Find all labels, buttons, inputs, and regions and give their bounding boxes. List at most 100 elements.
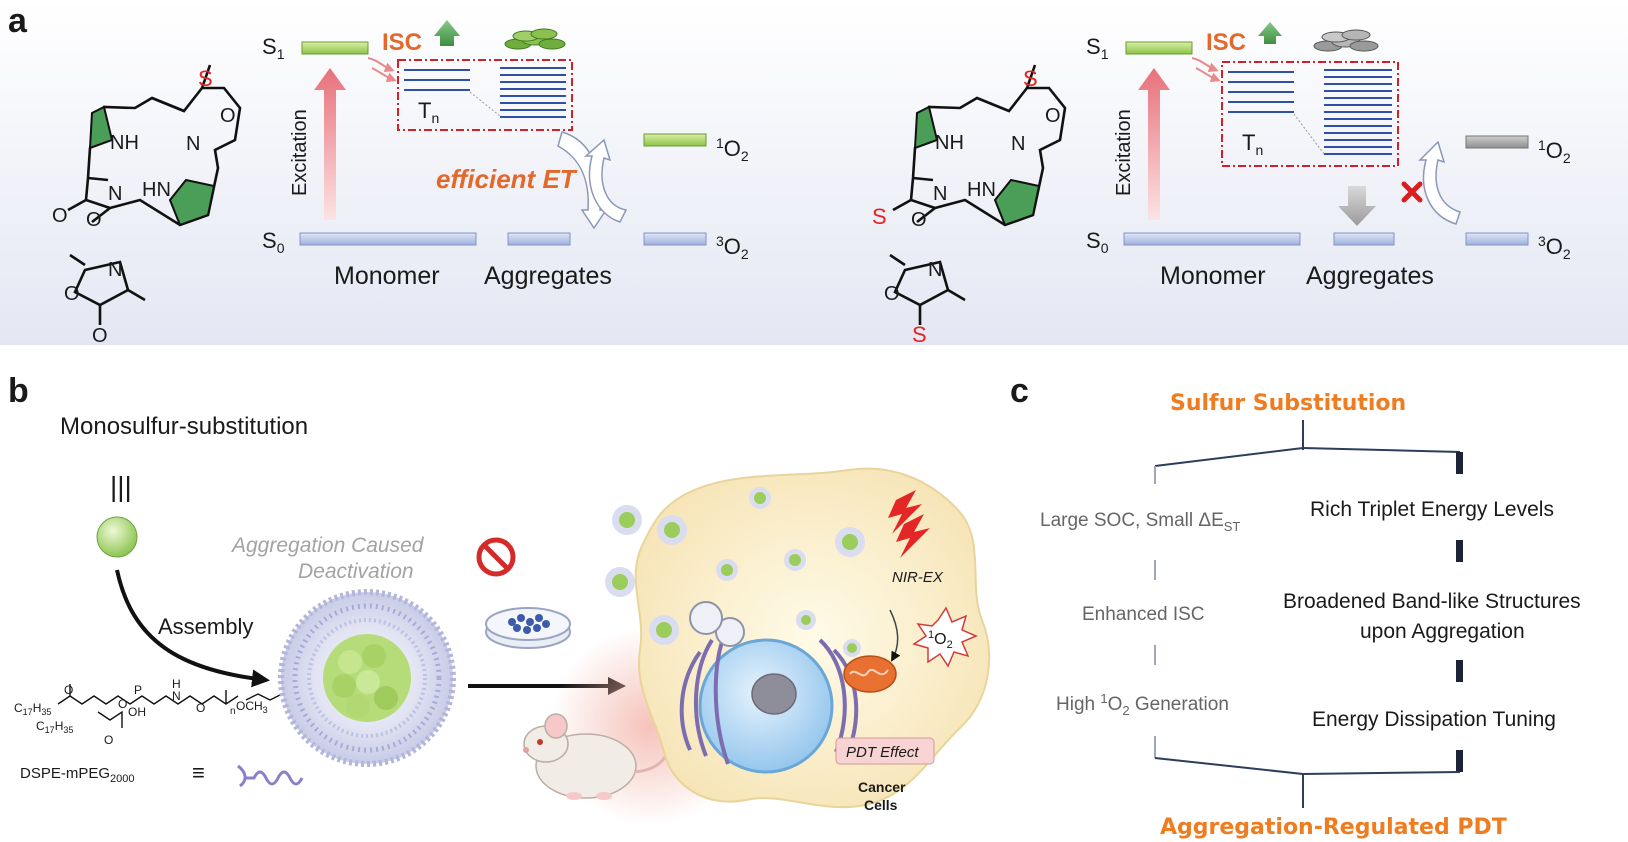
dspe-chain-icon xyxy=(237,764,304,788)
prohibition-icon xyxy=(476,537,516,577)
mono-o2-singlet-level xyxy=(643,133,707,147)
di-s0-level xyxy=(1123,232,1301,246)
pdt-effect-badge xyxy=(835,737,935,765)
di-mol-n1: N xyxy=(1011,133,1025,155)
left-item-2: Enhanced ISC xyxy=(1082,604,1205,625)
mono-molecule xyxy=(67,64,242,325)
nir-label: NIR-EX xyxy=(892,569,944,586)
mono-s1-level xyxy=(301,41,369,55)
di-tn-aggregate-band xyxy=(1324,69,1392,155)
mono-s0-level xyxy=(299,232,477,246)
mono-excitation-label: Excitation xyxy=(289,109,311,196)
panel-b-title: Monosulfur-substitution xyxy=(60,413,308,440)
mono-isc-wave-arrow xyxy=(367,57,395,73)
right-connector-1 xyxy=(1456,540,1463,562)
di-blocked-cross-icon xyxy=(1401,181,1423,203)
mono-sub-n: N xyxy=(108,259,122,281)
panel-a-label: a xyxy=(8,2,28,40)
mono-mol-o2: O xyxy=(52,205,68,227)
di-mol-s1: S xyxy=(1023,66,1038,91)
assembly-label: Assembly xyxy=(158,614,253,639)
monosulfur-molecule-ball xyxy=(96,516,138,558)
di-mol-nh: NH xyxy=(935,132,964,154)
dspe-c17-2: C17H35 xyxy=(36,719,73,735)
di-o2-triplet-label: 3O2 xyxy=(1538,233,1571,262)
mono-monomer-label: Monomer xyxy=(334,262,440,290)
di-aggregates-label: Aggregates xyxy=(1306,262,1434,290)
mono-sub-o1: O xyxy=(64,283,80,305)
panel-c-label: c xyxy=(1010,372,1029,410)
petri-dish-icon xyxy=(485,607,571,649)
nanoparticle xyxy=(278,589,456,767)
di-sub-s: S xyxy=(912,322,927,347)
di-s1-label: S1 xyxy=(1086,34,1109,62)
panel-b-label: b xyxy=(8,372,29,410)
di-excitation-label: Excitation xyxy=(1113,109,1135,196)
dspe-label: DSPE-mPEG2000 xyxy=(20,765,135,785)
acd-label-line2: Deactivation xyxy=(298,560,414,583)
cancer-cells-label-2: Cells xyxy=(864,797,898,813)
mono-tn-aggregate-band xyxy=(500,67,566,118)
dspe-structure xyxy=(57,684,283,728)
panel-c-bottom-label: Aggregation-Regulated PDT xyxy=(1160,815,1507,840)
di-sub-n: N xyxy=(928,259,942,281)
mono-o2-singlet-label: 1O2 xyxy=(716,135,749,164)
di-tn-box xyxy=(1221,61,1399,167)
bottom-right-branch xyxy=(1302,771,1461,775)
mono-o2-triplet-label: 3O2 xyxy=(716,233,749,262)
di-excitation-arrow xyxy=(1138,68,1170,220)
di-o2-singlet-label: 1O2 xyxy=(1538,137,1571,166)
right-item-2b: upon Aggregation xyxy=(1360,620,1525,643)
dspe-c17-1: C17H35 xyxy=(14,701,51,717)
right-item-1: Rich Triplet Energy Levels xyxy=(1310,498,1554,521)
cancer-cells-label-1: Cancer xyxy=(858,779,906,795)
mono-mol-n1: N xyxy=(186,133,200,155)
di-tn-label: Tn xyxy=(1242,130,1263,158)
mono-tn-connector xyxy=(469,91,501,117)
mono-mol-o1: O xyxy=(220,105,236,127)
dspe-equiv-mark: ≡ xyxy=(192,760,205,785)
nir-to-o2-arrow xyxy=(889,609,901,662)
di-dissipation-down-arrow xyxy=(1338,186,1376,226)
pdt-effect-label: PDT Effect xyxy=(846,744,919,761)
dspe-n-sub: n xyxy=(230,706,236,717)
right-item-3: Energy Dissipation Tuning xyxy=(1312,708,1556,731)
top-left-branch xyxy=(1154,447,1304,467)
assembly-arrow xyxy=(115,569,270,688)
mono-o2-triplet-level xyxy=(643,232,707,246)
dspe-p: P xyxy=(134,683,142,697)
di-tn-connector xyxy=(1293,113,1325,155)
left-item-1: Large SOC, Small ΔEST xyxy=(1040,510,1240,534)
di-mol-s2: S xyxy=(872,204,887,229)
mono-mol-o3: O xyxy=(86,209,102,231)
mono-s1-label: S1 xyxy=(262,34,285,62)
panel-c-top-label: Sulfur Substitution xyxy=(1170,391,1406,416)
mono-tn-box xyxy=(397,59,573,131)
acd-label-line1: Aggregation Caused xyxy=(230,534,425,557)
di-o2-singlet-level xyxy=(1465,135,1529,149)
cancer-cell xyxy=(634,467,991,809)
mono-aggregates-label: Aggregates xyxy=(484,262,612,290)
top-right-branch xyxy=(1302,447,1461,453)
right-tick-1 xyxy=(1456,452,1463,474)
di-s0-label: S0 xyxy=(1086,228,1109,256)
di-blocked-et-arrow xyxy=(1418,140,1461,225)
mono-isc-wave-arrow-2 xyxy=(371,67,397,83)
di-isc-wave-arrow xyxy=(1191,57,1219,73)
singlet-o2-burst-icon xyxy=(912,606,978,668)
mono-isc-label: ISC xyxy=(382,29,422,56)
bottom-left-branch xyxy=(1154,757,1304,775)
mono-aggregate-discs-icon xyxy=(504,28,566,50)
cell-nanoparticles xyxy=(605,487,865,657)
right-tick-bottom xyxy=(1456,750,1463,772)
right-item-2a: Broadened Band-like Structures xyxy=(1283,590,1581,613)
mono-et-crossing-arrows xyxy=(557,131,628,230)
dspe-och3: OCH3 xyxy=(236,699,268,715)
dspe-o-2: O xyxy=(118,697,127,711)
mono-aggregates-s0-level xyxy=(507,232,571,246)
di-sub-o1: O xyxy=(884,283,900,305)
dspe-h: H xyxy=(172,677,181,691)
di-molecule xyxy=(889,64,1067,325)
di-monomer-label: Monomer xyxy=(1160,262,1266,290)
